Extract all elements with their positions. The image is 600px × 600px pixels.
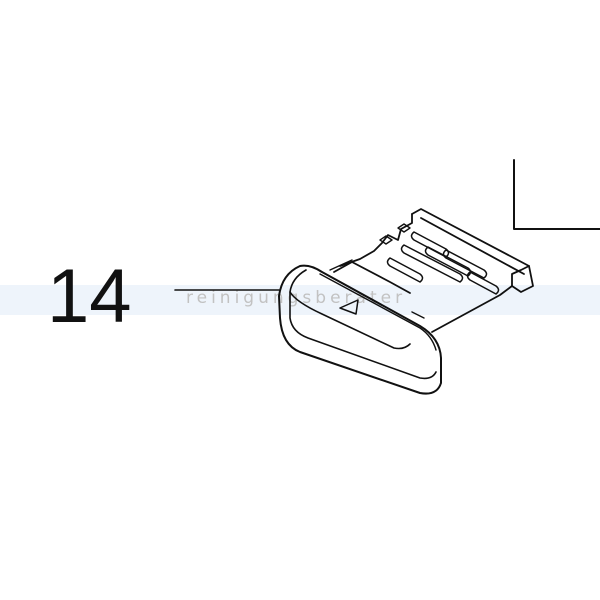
slot-5 [466, 271, 500, 295]
cap-arrow-mark [339, 299, 359, 315]
cap-inner-lip [319, 273, 437, 351]
slot-4 [442, 249, 488, 279]
frame-inner-top [420, 217, 525, 275]
frame-right-tab [511, 265, 530, 287]
slot-2 [400, 244, 464, 283]
slot-6 [386, 257, 424, 283]
cap-outline [278, 264, 442, 395]
cap-top-ridge [289, 269, 411, 350]
cap-rib-2 [329, 259, 353, 271]
frame-inner-wall [333, 261, 411, 294]
frame-tab-1 [379, 235, 393, 245]
frame-tab-2 [397, 223, 411, 233]
part-number-label: 14 [47, 254, 132, 339]
watermark-band [0, 285, 600, 315]
frame-outline [411, 208, 534, 333]
cap-rib-1 [411, 311, 425, 319]
corner-bracket [513, 159, 600, 230]
part-14-drawing [278, 208, 534, 395]
frame-left-edge [339, 213, 413, 267]
cap-front-face [289, 291, 437, 380]
